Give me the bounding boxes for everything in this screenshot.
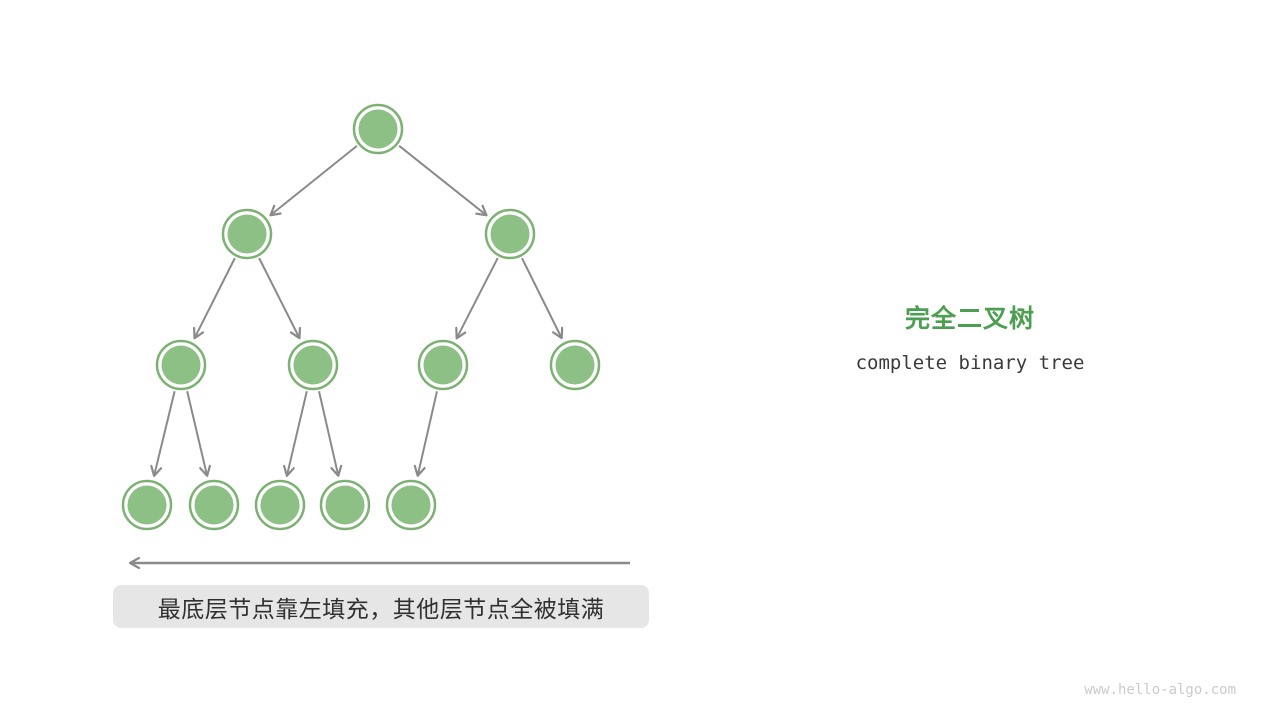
tree-edge [258, 257, 302, 340]
caption-box: 最底层节点靠左填充，其他层节点全被填满 [113, 585, 649, 628]
tree-node [221, 208, 273, 260]
tree-node [155, 339, 207, 391]
caption-text: 最底层节点靠左填充，其他层节点全被填满 [157, 595, 605, 622]
title-en: complete binary tree [855, 352, 1085, 374]
tree-edge [413, 391, 438, 477]
tree-node [319, 479, 371, 531]
tree-edge [192, 257, 236, 340]
tree-edge [398, 145, 488, 217]
tree-edge [282, 391, 308, 477]
title-zh: 完全二叉树 [904, 305, 1035, 333]
tree-edge [186, 391, 212, 477]
tree-node [385, 479, 437, 531]
tree-node [254, 479, 306, 531]
tree-edge [521, 257, 564, 340]
tree-edge [318, 391, 343, 477]
tree-node [352, 103, 404, 155]
tree-node [188, 479, 240, 531]
tree-node [417, 339, 469, 391]
tree-edge [269, 145, 358, 217]
tree-node [121, 479, 173, 531]
tree-node [287, 339, 339, 391]
tree-edge [455, 257, 499, 340]
tree-edge [150, 391, 176, 477]
title-block: 完全二叉树 complete binary tree [818, 299, 1122, 374]
tree-node [549, 339, 601, 391]
tree-node [484, 208, 536, 260]
watermark: www.hello-algo.com [1084, 682, 1236, 698]
